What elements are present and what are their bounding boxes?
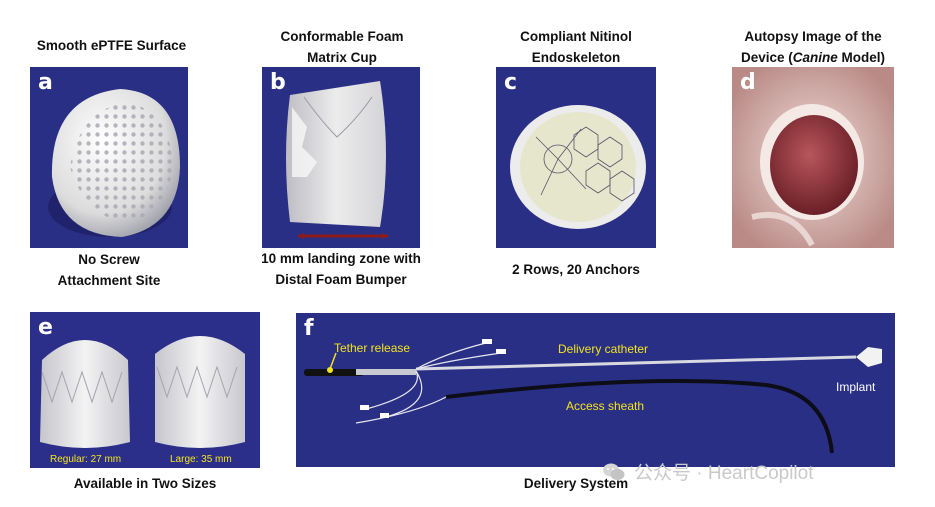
size-regular-label: Regular: 27 mm <box>50 454 121 465</box>
panel-f-label: f <box>304 316 314 341</box>
panel-c-title-line2: Endoskeleton <box>531 49 621 65</box>
panel-a-caption-line2: Attachment Site <box>57 272 161 288</box>
nitinol-endoskeleton-illustration <box>510 105 646 229</box>
panel-d-label: d <box>740 70 756 95</box>
panel-c-title: Compliant Nitinol Endoskeleton <box>496 27 656 69</box>
panel-b-caption-line1: 10 mm landing zone with <box>261 251 421 266</box>
panel-a-caption: No Screw Attachment Site <box>30 250 188 292</box>
panel-c-title-line1: Compliant Nitinol <box>520 29 632 44</box>
panel-e-caption: Available in Two Sizes <box>73 476 217 491</box>
panel-a-title: Smooth ePTFE Surface <box>36 38 187 53</box>
panel-b-title-line2: Matrix Cup <box>307 49 377 65</box>
panel-b-image: b <box>262 67 420 248</box>
panel-b-label: b <box>270 70 286 95</box>
autopsy-photo-illustration <box>732 67 894 248</box>
access-sheath-label: Access sheath <box>566 399 644 413</box>
foam-cup-illustration <box>286 81 388 239</box>
device-sphere-illustration <box>48 89 180 237</box>
watermark-text: 公众号 · HeartCopilot <box>634 463 814 484</box>
implant-label: Implant <box>836 380 876 394</box>
panel-a-caption-line1: No Screw <box>78 252 140 267</box>
panel-d-title-post: Model) <box>837 49 886 65</box>
delivery-system-illustration: Tether release Delivery catheter Implant… <box>304 339 882 454</box>
panel-d-title-line1: Autopsy Image of the <box>744 29 882 44</box>
panel-b-caption-line2: Distal Foam Bumper <box>275 271 407 287</box>
panel-e-label: e <box>38 315 53 340</box>
panel-b-title-line1: Conformable Foam <box>280 29 404 44</box>
panel-e-image: Regular: 27 mm Large: 35 mm e <box>30 312 260 468</box>
panel-b-title: Conformable Foam Matrix Cup <box>262 27 422 69</box>
tether-release-pointer <box>329 352 337 370</box>
tether-release-label: Tether release <box>334 341 410 355</box>
wechat-icon <box>603 463 625 480</box>
panel-c-label: c <box>504 70 518 95</box>
panel-f-image: Tether release Delivery catheter Implant… <box>296 313 895 467</box>
panel-d-title-pre: Device ( <box>740 49 793 65</box>
panel-d-title-line2: Device (Canine Model) <box>732 48 894 69</box>
panel-d-title-italic: Canine <box>792 49 838 65</box>
panel-f-caption: Delivery System <box>523 476 629 491</box>
panel-a-label: a <box>38 70 53 95</box>
delivery-catheter-label: Delivery catheter <box>558 342 648 356</box>
panel-c-caption: 2 Rows, 20 Anchors <box>512 262 640 277</box>
watermark: 公众号 · HeartCopilot <box>602 458 814 485</box>
panel-b-caption: 10 mm landing zone with Distal Foam Bump… <box>250 249 432 291</box>
size-large-label: Large: 35 mm <box>170 454 232 465</box>
two-sizes-illustration: Regular: 27 mm Large: 35 mm <box>40 336 245 465</box>
panel-a-image: a <box>30 67 188 248</box>
panel-d-image: d <box>732 67 894 248</box>
panel-d-title: Autopsy Image of the Device (Canine Mode… <box>732 27 894 69</box>
panel-c-image: c <box>496 67 656 248</box>
